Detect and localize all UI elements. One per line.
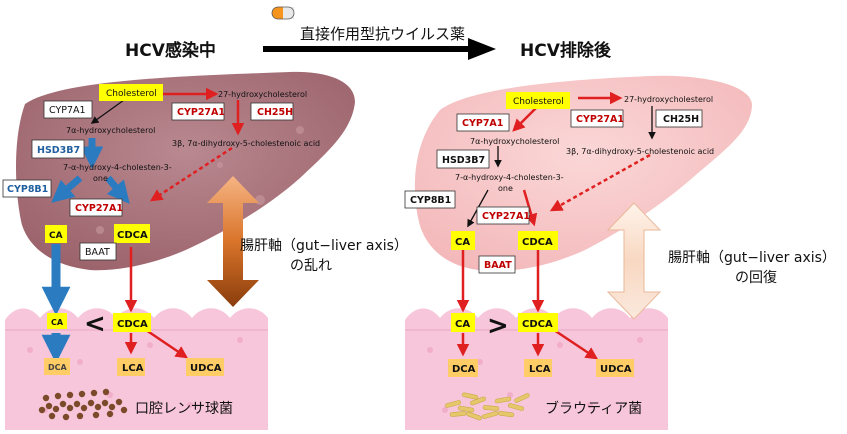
hsd3b7-left: HSD3B7 — [37, 145, 80, 156]
cyp27a1-top-left: CYP27A1 — [177, 107, 225, 118]
left-title: HCV感染中 — [125, 40, 216, 61]
hydroxy7a-right: 7α-hydroxycholesterol — [470, 137, 559, 146]
ca-liver-right: CA — [455, 237, 470, 248]
cyp27a1-top-right: CYP27A1 — [576, 114, 624, 125]
header: HCV感染中 HCV排除後 直接作用型抗ウイルス薬 — [125, 6, 612, 61]
hydroxy27-right: 27-hydroxycholesterol — [624, 95, 713, 104]
udca-left: UDCA — [190, 363, 222, 374]
bacteria-label-left: 口腔レンサ球菌 — [135, 401, 233, 417]
cholesterol-left: Cholesterol — [106, 89, 157, 99]
cholesten-right-2: one — [498, 184, 513, 193]
hydroxy7a-left: 7α-hydroxycholesterol — [66, 126, 155, 135]
blautia-bacteria-icon — [444, 392, 530, 421]
ch25h-right: CH25H — [663, 114, 699, 125]
left-panel: 口腔レンサ球菌 Cholesterol 27-hydroxycholestero… — [2, 71, 408, 430]
axis-label-left-2: の乱れ — [290, 258, 332, 274]
ca-gut-left: CA — [51, 318, 64, 327]
cyp27a1-mid-right: CYP27A1 — [482, 211, 530, 222]
cholesterol-right: Cholesterol — [513, 97, 564, 107]
cdca-liver-right: CDCA — [522, 237, 553, 248]
hydroxy27-left: 27-hydroxycholesterol — [218, 90, 307, 99]
cholesten-left-1: 7-α-hydroxy-4-cholesten-3- — [63, 163, 172, 172]
dihydroxy-left: 3β, 7α-dihydroxy-5-cholestenoic acid — [172, 139, 320, 148]
cyp7a1-left: CYP7A1 — [49, 105, 86, 116]
cyp27a1-mid-left: CYP27A1 — [75, 203, 123, 214]
axis-label-left-1: 腸肝軸（gut−liver axis） — [240, 238, 408, 254]
treatment-arrow — [263, 38, 496, 60]
dihydroxy-right: 3β, 7α-dihydroxy-5-cholestenoic acid — [566, 147, 714, 156]
comparison-left: < — [84, 309, 106, 339]
cyp7a1-right: CYP7A1 — [462, 118, 503, 129]
cyp8b1-left: CYP8B1 — [7, 184, 48, 195]
cyp8b1-right: CYP8B1 — [410, 195, 451, 206]
axis-label-right-2: の回復 — [735, 269, 777, 286]
cholesten-left-2: one — [93, 174, 108, 183]
ca-gut-right: CA — [455, 319, 470, 330]
ca-liver-left: CA — [49, 231, 63, 241]
cdca-liver-left: CDCA — [117, 230, 148, 241]
capsule-icon — [271, 6, 295, 20]
comparison-right: > — [487, 311, 509, 341]
gut-liver-axis-arrow-right — [606, 202, 662, 320]
right-panel: ブラウティア菌 Cholesterol 27-hydroxycholestero… — [404, 75, 836, 430]
cdca-gut-right: CDCA — [522, 319, 553, 330]
baat-right: BAAT — [484, 260, 512, 271]
cdca-gut-left: CDCA — [117, 319, 148, 330]
gut-liver-axis-arrow-left — [207, 176, 259, 307]
axis-label-right-1: 腸肝軸（gut−liver axis） — [668, 250, 836, 266]
hsd3b7-right: HSD3B7 — [442, 155, 485, 166]
dca-right: DCA — [452, 364, 476, 375]
drug-label: 直接作用型抗ウイルス薬 — [300, 25, 465, 43]
liver-infected — [16, 71, 355, 271]
lca-right: LCA — [529, 364, 551, 375]
baat-left: BAAT — [85, 247, 110, 258]
lca-left: LCA — [122, 363, 144, 374]
streptococcus-bacteria-icon — [38, 388, 128, 421]
udca-right: UDCA — [600, 364, 632, 375]
bacteria-label-right: ブラウティア菌 — [545, 400, 642, 417]
ch25h-left: CH25H — [257, 107, 293, 118]
cholesten-right-1: 7-α-hydroxy-4-cholesten-3- — [455, 173, 564, 182]
right-title: HCV排除後 — [520, 40, 612, 61]
dca-left: DCA — [48, 363, 68, 372]
